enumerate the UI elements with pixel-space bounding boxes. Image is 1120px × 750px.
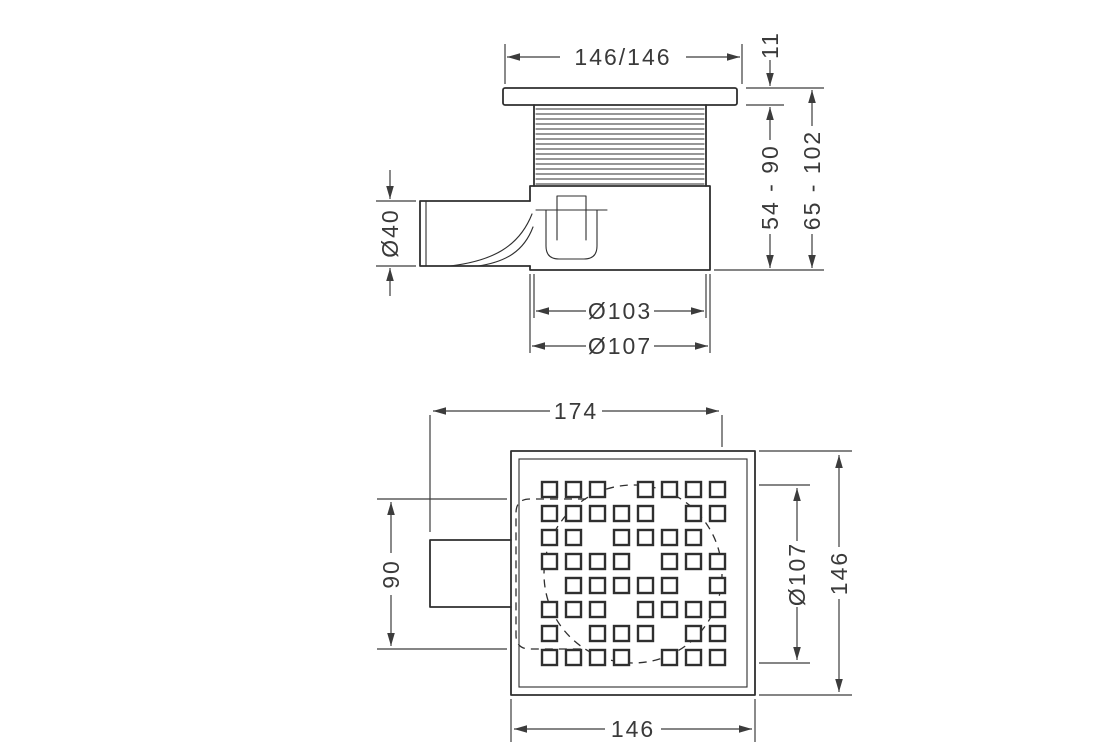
dim-label-frame-height: 146 bbox=[826, 551, 852, 595]
grate-hole bbox=[636, 600, 655, 619]
grate-hole bbox=[540, 648, 559, 667]
grate-hole bbox=[588, 552, 607, 571]
grate-hole bbox=[708, 600, 727, 619]
frame-inner bbox=[518, 458, 748, 688]
grate-hole bbox=[684, 648, 703, 667]
dim-label-flange-thickness: 11 bbox=[757, 31, 783, 59]
grate-pattern bbox=[540, 480, 727, 667]
grate-hole bbox=[540, 624, 559, 643]
trap-body-hidden-circle bbox=[543, 484, 723, 664]
grate-hole bbox=[588, 480, 607, 499]
grate-hole bbox=[540, 528, 559, 547]
dimension-lines bbox=[387, 407, 843, 733]
grate-hole bbox=[564, 480, 583, 499]
grate-hole bbox=[636, 528, 655, 547]
dim-label-body-outer-diameter: Ø107 bbox=[588, 333, 652, 359]
grate-hole bbox=[612, 552, 631, 571]
grate-hole bbox=[564, 600, 583, 619]
extension-lines bbox=[377, 415, 852, 742]
grate-hole bbox=[564, 552, 583, 571]
side-view-labels: 146/146 11 54 - 90 65 - 102 Ø40 Ø103 Ø10… bbox=[377, 31, 825, 359]
grate-hole bbox=[612, 624, 631, 643]
drain-body bbox=[529, 185, 711, 271]
grate-hole bbox=[708, 576, 727, 595]
grate-hole bbox=[540, 504, 559, 523]
dim-label-trap-width: 90 bbox=[378, 559, 404, 589]
grate-hole bbox=[612, 504, 631, 523]
grate-hole bbox=[660, 648, 679, 667]
dim-label-overall-length: 174 bbox=[554, 398, 598, 424]
grate-hole bbox=[684, 528, 703, 547]
grate-hole bbox=[708, 552, 727, 571]
grate-hole bbox=[684, 624, 703, 643]
side-view: 146/146 11 54 - 90 65 - 102 Ø40 Ø103 Ø10… bbox=[376, 31, 825, 359]
thread-lines bbox=[535, 108, 705, 185]
grate-hole bbox=[540, 552, 559, 571]
grate-hole bbox=[684, 552, 703, 571]
grate-hole bbox=[636, 480, 655, 499]
extension-lines bbox=[376, 44, 824, 353]
grate-hole bbox=[660, 480, 679, 499]
grate-hole bbox=[636, 504, 655, 523]
grate-hole bbox=[708, 624, 727, 643]
grate-hole bbox=[660, 528, 679, 547]
trap-channel-hidden bbox=[515, 498, 586, 650]
grate-hole bbox=[708, 648, 727, 667]
adjustment-neck bbox=[533, 104, 707, 187]
grate-hole bbox=[612, 648, 631, 667]
dimension-lines bbox=[386, 53, 816, 350]
dim-label-height-under-flange: 54 - 90 bbox=[757, 144, 783, 230]
dim-label-body-diameter: Ø107 bbox=[784, 542, 810, 606]
grate-hole bbox=[660, 600, 679, 619]
grate-hole bbox=[612, 576, 631, 595]
grate-hole bbox=[708, 504, 727, 523]
plan-view-labels: 174 90 Ø107 146 146 bbox=[378, 398, 852, 742]
grate-hole bbox=[564, 576, 583, 595]
grate-hole bbox=[636, 576, 655, 595]
grate-hole bbox=[564, 528, 583, 547]
outlet-pipe bbox=[419, 200, 531, 267]
grate-hole bbox=[660, 552, 679, 571]
grate-hole bbox=[588, 576, 607, 595]
dim-label-outlet-diameter: Ø40 bbox=[377, 208, 403, 257]
grate-hole bbox=[588, 600, 607, 619]
flange-plate bbox=[502, 87, 738, 106]
grate-hole bbox=[660, 576, 679, 595]
grate-hole bbox=[588, 504, 607, 523]
grate-hole bbox=[684, 480, 703, 499]
trap-outline bbox=[449, 195, 608, 267]
grate-hole bbox=[588, 624, 607, 643]
frame-outer bbox=[510, 450, 756, 696]
dim-label-frame-width: 146 bbox=[611, 716, 655, 742]
grate-hole bbox=[684, 504, 703, 523]
grate-hole bbox=[684, 600, 703, 619]
plan-view: 174 90 Ø107 146 146 bbox=[377, 398, 852, 742]
grate-hole bbox=[564, 504, 583, 523]
grate-hole bbox=[636, 624, 655, 643]
outlet-pipe-plan bbox=[429, 539, 512, 608]
dim-label-body-inner-diameter: Ø103 bbox=[588, 298, 652, 324]
grate-hole bbox=[612, 528, 631, 547]
dim-label-flange-size: 146/146 bbox=[574, 44, 671, 70]
grate-hole bbox=[540, 600, 559, 619]
grate-hole bbox=[708, 480, 727, 499]
grate-hole bbox=[588, 648, 607, 667]
grate-hole bbox=[564, 648, 583, 667]
grate-hole bbox=[540, 480, 559, 499]
dim-label-height-total: 65 - 102 bbox=[799, 130, 825, 230]
